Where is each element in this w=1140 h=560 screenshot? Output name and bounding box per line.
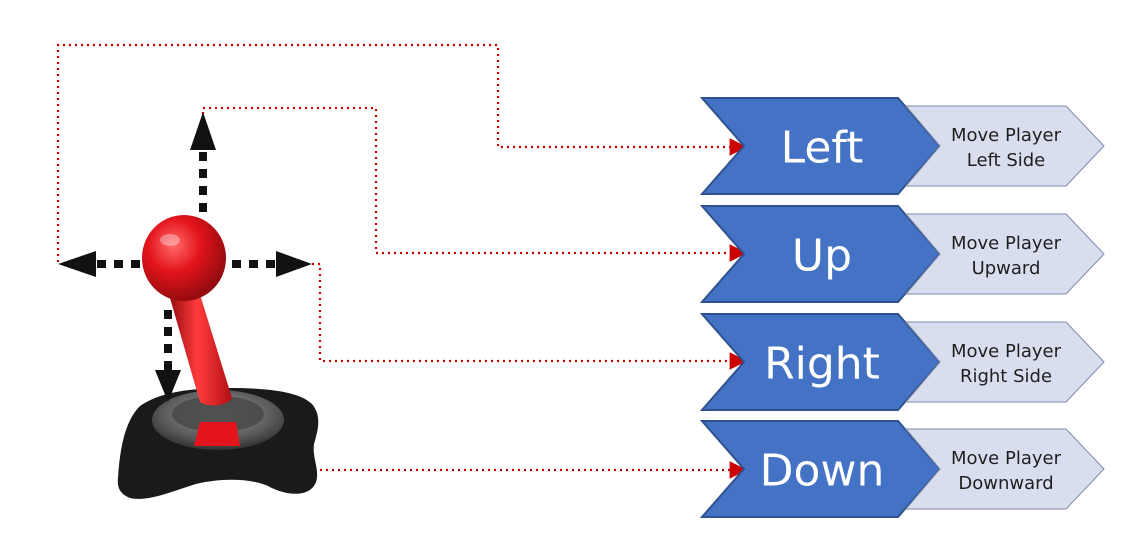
chevron-up (699, 205, 942, 303)
arrow-right-icon (232, 251, 312, 277)
description-line1-left: Move Player (951, 125, 1062, 146)
chevron-down (699, 420, 942, 518)
arrow-up-icon (190, 112, 216, 212)
description-line1-right: Move Player (951, 341, 1062, 362)
description-line2-left: Left Side (967, 150, 1046, 171)
connector-right (312, 262, 748, 370)
joystick-icon (117, 215, 319, 499)
connector-left (56, 43, 748, 262)
description-chevron-up (904, 213, 1105, 295)
joystick-button (194, 422, 240, 446)
direction-arrows (58, 112, 312, 402)
description-chevron-left (904, 105, 1105, 187)
chevron-left (699, 97, 942, 195)
key-label-left: Left (781, 123, 864, 174)
arrow-left-icon (58, 251, 140, 277)
description-line2-right: Right Side (960, 366, 1052, 387)
arrow-down-icon (155, 310, 181, 402)
key-label-down: Down (760, 446, 885, 497)
connector-up (201, 106, 748, 262)
key-label-right: Right (764, 339, 880, 390)
joystick-stick (170, 288, 232, 406)
description-chevron-down (904, 428, 1105, 510)
description-line2-up: Upward (972, 258, 1041, 279)
joystick-knob (142, 215, 226, 301)
key-label-up: Up (792, 231, 852, 282)
description-line1-down: Move Player (951, 448, 1062, 469)
chevron-right (699, 313, 942, 411)
description-line1-up: Move Player (951, 233, 1062, 254)
description-chevron-right (904, 321, 1105, 403)
description-line2-down: Downward (958, 473, 1053, 494)
